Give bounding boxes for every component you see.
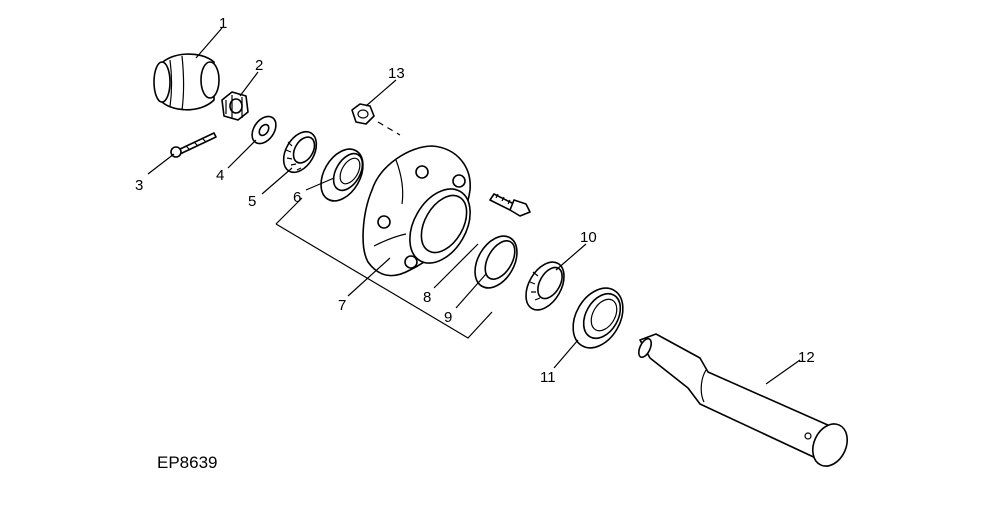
- part-cotter-pin: [170, 132, 217, 158]
- part-grease-seal: [572, 287, 624, 349]
- part-wheel-hub: [362, 145, 471, 277]
- callout-3: 3: [135, 177, 143, 194]
- callout-7: 7: [338, 297, 346, 314]
- callout-labels: 1 2 3 4 5 6 7 8 9 10 11 12 13: [135, 15, 815, 386]
- part-washer: [251, 115, 277, 145]
- callout-9: 9: [444, 309, 452, 326]
- part-outer-bearing-cup: [320, 148, 364, 202]
- callout-4: 4: [216, 167, 224, 184]
- part-dust-cap: [153, 53, 220, 111]
- part-outer-bearing-cone: [282, 130, 318, 174]
- callout-12: 12: [798, 349, 815, 366]
- part-inner-bearing-cone: [525, 261, 565, 311]
- callout-11: 11: [540, 369, 556, 386]
- callout-2: 2: [255, 57, 263, 74]
- bracket-bearing-set: [275, 197, 493, 339]
- callout-1: 1: [219, 15, 227, 32]
- callout-8: 8: [423, 289, 431, 306]
- callout-5: 5: [248, 193, 256, 210]
- part-spindle: [638, 333, 849, 467]
- leader-lines: [147, 27, 801, 385]
- callout-10: 10: [580, 229, 597, 246]
- part-lug-nut: [351, 103, 401, 136]
- callout-6: 6: [293, 189, 301, 206]
- part-castle-nut: [221, 91, 249, 121]
- part-wheel-bolt: [489, 193, 531, 217]
- callout-13: 13: [388, 65, 405, 82]
- figure-reference-id: EP8639: [157, 453, 218, 472]
